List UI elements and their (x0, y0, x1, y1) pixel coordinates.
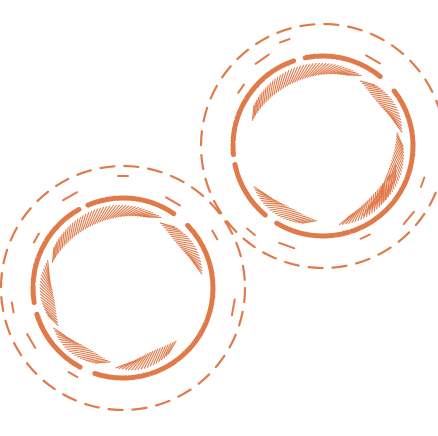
tick-accent (279, 243, 294, 248)
hatch-stroke (266, 205, 284, 206)
hatch-stroke (381, 186, 382, 204)
hatch-stroke (77, 353, 95, 357)
tick-accent (166, 197, 180, 205)
tick-accent (361, 235, 370, 239)
tick-accent (212, 231, 217, 240)
lower-left-ring (1, 166, 245, 410)
upper-right-ring (201, 24, 438, 268)
tick-accent (12, 303, 14, 313)
lower-left-ring-hatching (40, 205, 202, 370)
hatch-stroke (393, 171, 394, 187)
upper-right-ring-bold-inner (233, 56, 413, 236)
lower-left-ring-dashed-outer (1, 166, 245, 410)
tick-accent (63, 192, 77, 200)
tick-accent (27, 334, 35, 348)
tick-accent (232, 300, 235, 316)
tick-accent (366, 55, 380, 63)
hatch-stroke (143, 216, 158, 217)
hatch-stroke (374, 192, 375, 211)
hatch-stroke (65, 346, 84, 347)
hatch-stroke (80, 354, 97, 358)
tick-accent (404, 212, 414, 224)
tick-accent (34, 234, 39, 243)
lower-left-ring-bold-inner (33, 198, 213, 378)
tick-accent (238, 85, 244, 93)
hatch-stroke (169, 341, 177, 354)
tick-accent (280, 39, 289, 42)
upper-right-ring-hatching (253, 63, 404, 224)
tick-accent (247, 229, 255, 235)
tick-accent (256, 55, 269, 64)
tick-accent (421, 178, 424, 187)
hatch-stroke (343, 74, 358, 75)
tick-accent (69, 372, 78, 377)
